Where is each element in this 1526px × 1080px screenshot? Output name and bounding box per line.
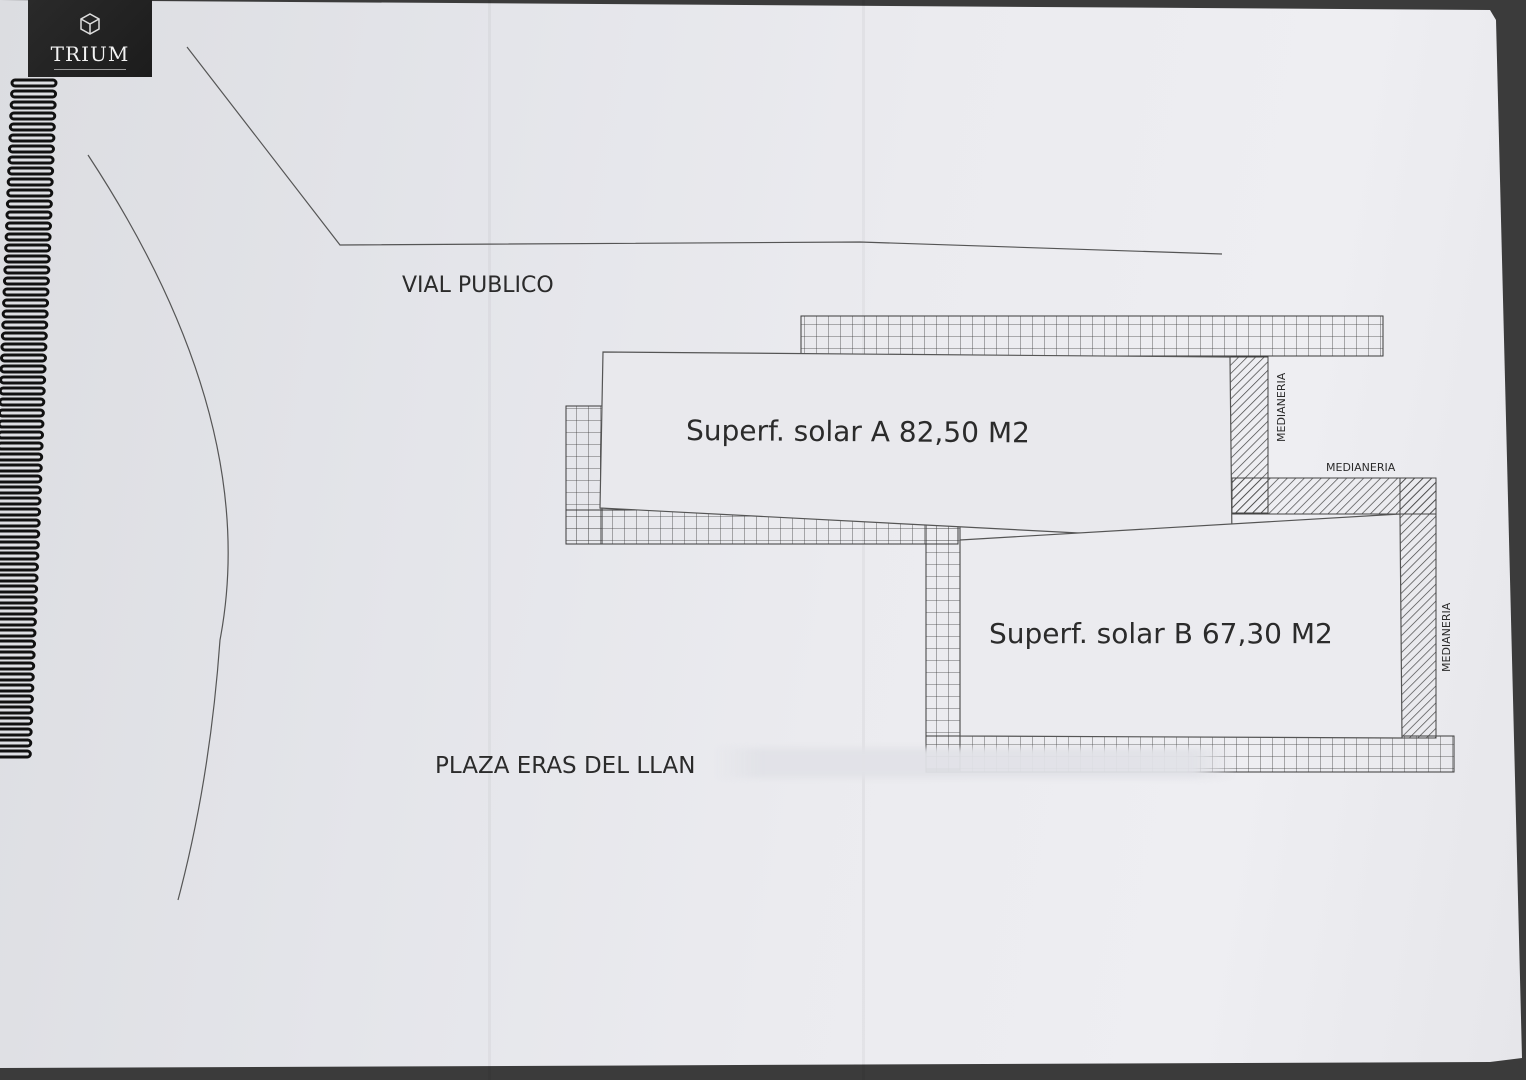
binding-coil (0, 716, 34, 726)
binding-coil (10, 89, 58, 99)
binding-coil (0, 727, 33, 737)
plaza-curve-line (87, 154, 229, 901)
binding-coil (7, 144, 55, 154)
binding-coil (5, 199, 53, 209)
binding-coil (0, 463, 43, 473)
binding-coil (0, 584, 39, 594)
street-label-top: VIAL PUBLICO (402, 273, 554, 298)
binding-coil (0, 452, 44, 462)
binding-coil (0, 342, 48, 352)
binding-coil (0, 419, 45, 429)
binding-coil (3, 265, 51, 275)
binding-coil (0, 485, 42, 495)
binding-coil (2, 276, 50, 286)
binding-coil (4, 232, 52, 242)
binding-coil (0, 496, 42, 506)
binding-coil (0, 441, 44, 451)
binding-coil (0, 562, 39, 572)
binding-coil (3, 254, 51, 264)
binding-coil (0, 606, 38, 616)
binding-coil (1, 309, 49, 319)
redaction-blur (716, 748, 1236, 778)
plot-b-outline (959, 513, 1403, 739)
binding-coil (0, 474, 43, 484)
binding-coil (0, 661, 36, 671)
party-wall-label: MEDIANERIA (1275, 372, 1288, 442)
binding-coil (6, 177, 54, 187)
party-wall-label: MEDIANERIA (1440, 602, 1453, 672)
binding-coil (0, 430, 45, 440)
party-wall-label: MEDIANERIA (1326, 461, 1396, 474)
trium-logo: TRIUM (28, 0, 152, 77)
logo-wordmark: TRIUM (50, 42, 130, 66)
binding-coil (1, 320, 49, 330)
binding-coil (8, 133, 56, 143)
road-edge-line (186, 46, 1223, 255)
binding-coil (5, 210, 53, 220)
binding-coil (0, 617, 37, 627)
binding-coil (0, 672, 35, 682)
cube-icon (80, 13, 100, 35)
binding-coil (0, 529, 41, 539)
party-wall-hatch (1229, 356, 1437, 739)
binding-coil (0, 639, 37, 649)
binding-coil (0, 408, 45, 418)
binding-coil (0, 573, 39, 583)
binding-coil (0, 705, 34, 715)
binding-coil (0, 595, 38, 605)
street-label-bottom: PLAZA ERAS DEL LLAN (435, 753, 695, 779)
binding-coil (2, 298, 50, 308)
binding-coil (10, 78, 58, 88)
binding-coil (0, 518, 41, 528)
binding-coil (9, 100, 57, 110)
binding-coil (0, 331, 48, 341)
binding-coil (0, 397, 46, 407)
binding-coil (5, 221, 53, 231)
binding-coil (8, 122, 56, 132)
binding-coil (4, 243, 52, 253)
binding-coil (0, 749, 32, 759)
binding-coil (6, 188, 54, 198)
binding-coil (0, 683, 35, 693)
binding-coil (0, 628, 37, 638)
binding-coil (9, 111, 57, 121)
plot-b-area-label: Superf. solar B 67,30 M2 (989, 617, 1333, 650)
spiral-binding (0, 78, 58, 759)
binding-coil (7, 166, 55, 176)
binding-coil (7, 155, 55, 165)
logo-divider (54, 69, 126, 70)
binding-coil (0, 386, 46, 396)
binding-coil (0, 507, 42, 517)
binding-coil (0, 551, 40, 561)
binding-coil (0, 540, 40, 550)
binding-coil (0, 375, 47, 385)
binding-coil (0, 694, 34, 704)
binding-coil (0, 738, 33, 748)
binding-coil (2, 287, 50, 297)
binding-coil (0, 364, 47, 374)
binding-coil (0, 650, 36, 660)
binding-coil (0, 353, 47, 363)
plot-a-area-label: Superf. solar A 82,50 M2 (686, 414, 1030, 449)
